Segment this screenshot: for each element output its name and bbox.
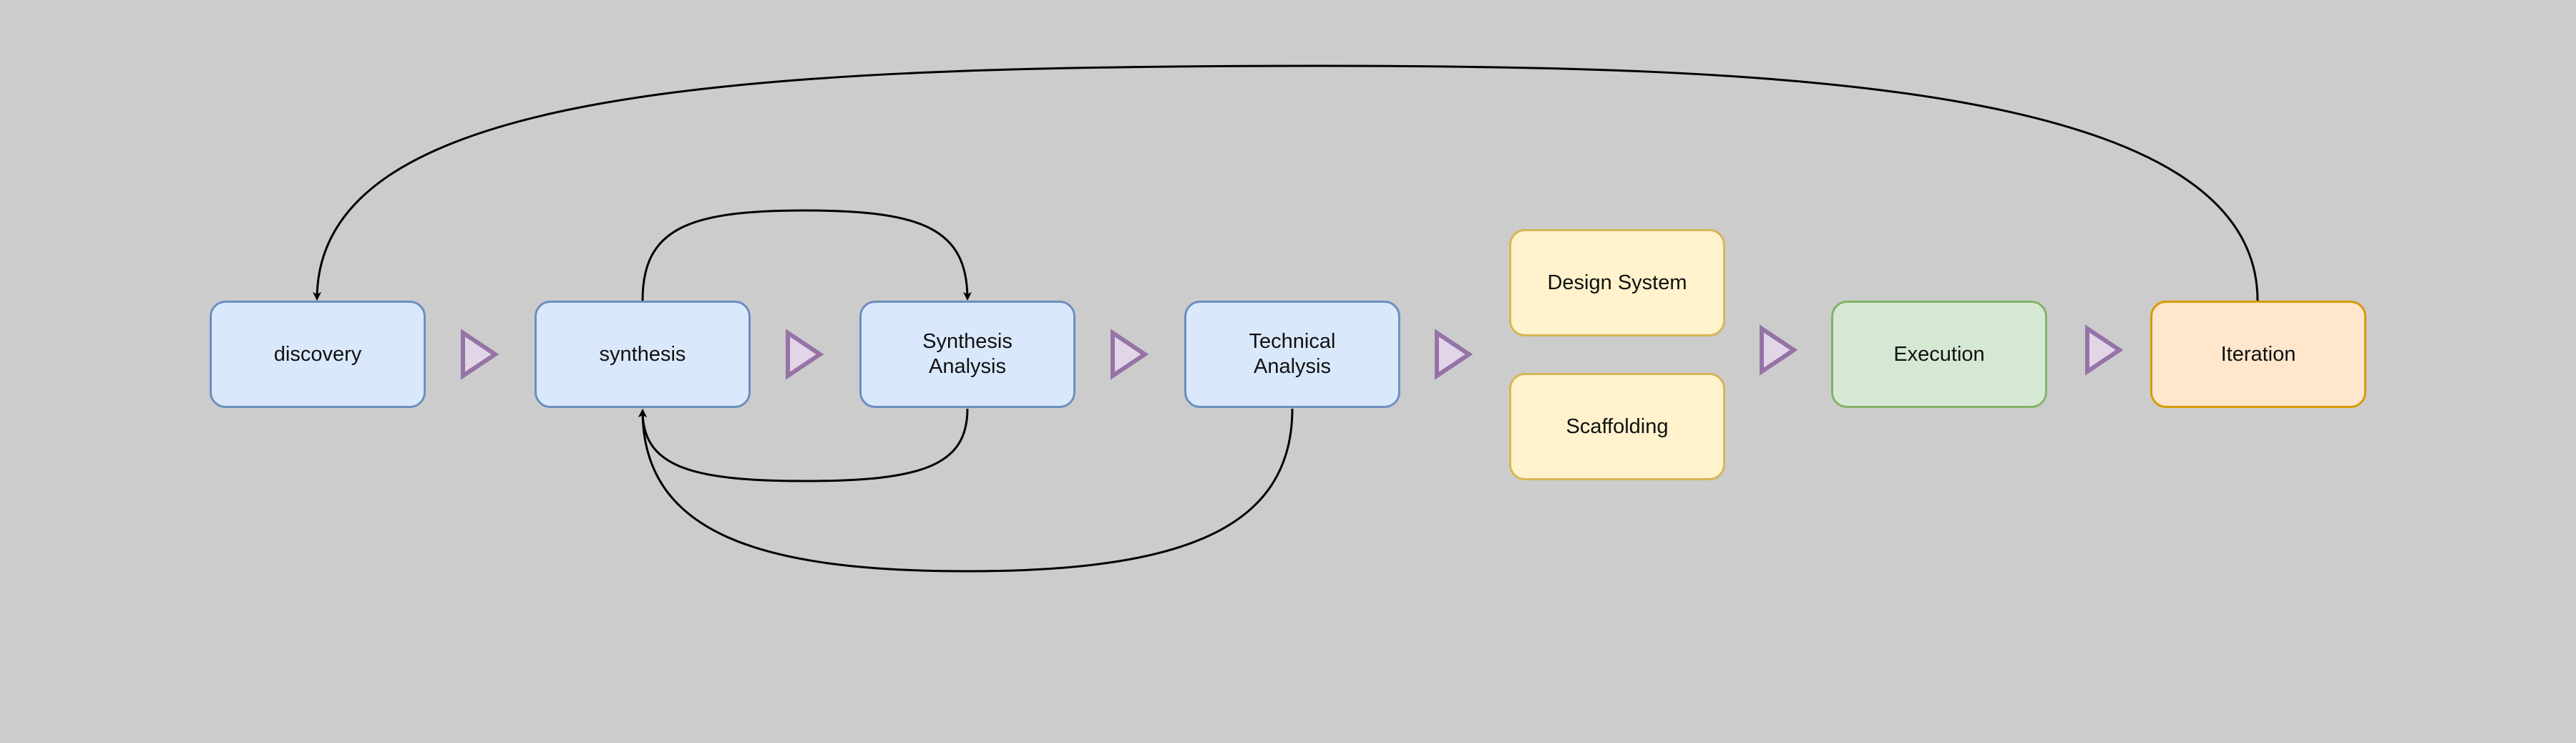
node-label: synthesis <box>599 342 686 366</box>
edge-iteration-to-discovery[interactable] <box>313 64 2259 301</box>
node-synthesis[interactable]: synthesis <box>535 301 751 408</box>
triangle-right-icon <box>1435 329 1473 380</box>
triangle-right-icon <box>1760 324 1798 376</box>
edge-synthesis-to-synthesis-analysis[interactable] <box>641 209 972 301</box>
node-label: Synthesis Analysis <box>922 330 1013 378</box>
node-label: Scaffolding <box>1566 414 1669 438</box>
node-design-system[interactable]: Design System <box>1509 229 1725 336</box>
node-label: Iteration <box>2220 342 2296 366</box>
node-label: Execution <box>1893 342 1985 366</box>
node-synthesis-analysis[interactable]: Synthesis Analysis <box>859 301 1075 408</box>
node-execution[interactable]: Execution <box>1831 301 2047 408</box>
edge-synthesis-analysis-to-synthesis[interactable] <box>638 408 969 482</box>
triangle-right-icon <box>461 329 499 380</box>
node-iteration[interactable]: Iteration <box>2150 301 2366 408</box>
node-label: discovery <box>273 342 362 366</box>
node-label: Design System <box>1547 271 1687 294</box>
edge-technical-analysis-to-synthesis[interactable] <box>638 408 1294 573</box>
node-scaffolding[interactable]: Scaffolding <box>1509 373 1725 480</box>
node-technical-analysis[interactable]: Technical Analysis <box>1184 301 1400 408</box>
triangle-right-icon <box>1111 329 1149 380</box>
node-discovery[interactable]: discovery <box>210 301 426 408</box>
triangle-right-icon <box>786 329 824 380</box>
node-label: Technical Analysis <box>1249 330 1336 378</box>
triangle-right-icon <box>2085 324 2124 376</box>
